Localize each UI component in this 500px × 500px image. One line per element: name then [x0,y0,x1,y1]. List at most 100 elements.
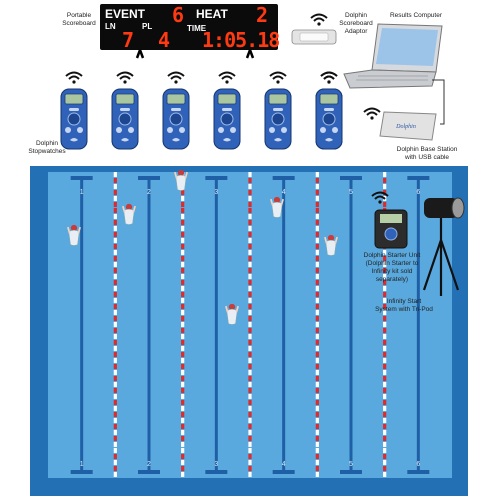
rope-segment [181,268,185,273]
rope-segment [113,298,117,303]
adaptor-wifi-icon [310,13,328,26]
rope-segment [315,388,319,393]
rope-segment [181,196,185,201]
rope-segment [383,454,387,459]
rope-segment [315,472,319,477]
lane-tee-bottom-2 [138,470,160,474]
event-label: EVENT [105,7,146,21]
rope-segment [315,172,319,177]
lane-value: 7 [122,28,135,52]
rope-segment [181,328,185,333]
rope-segment [113,328,117,333]
rope-segment [248,400,252,405]
rope-segment [383,190,387,195]
results-computer-label-line-1: Results Computer [389,12,443,19]
rope-segment [181,430,185,435]
lane-tee-top-2 [138,176,160,180]
rope-segment [113,310,117,315]
rope-segment [315,262,319,267]
rope-segment [315,346,319,351]
rope-segment [248,292,252,297]
rope-segment [315,238,319,243]
rope-segment [113,202,117,207]
lane-tee-top-3 [205,176,228,180]
rope-segment [113,334,117,339]
stopwatch-wifi-icon [218,71,236,84]
lane-number-bottom-1: 1 [80,461,84,468]
stopwatch-5 [264,88,292,150]
rope-segment [315,220,319,225]
rope-segment [113,436,117,441]
base-station-brand: Dolphin [395,124,416,130]
lane-number-top-1: 1 [80,189,84,196]
lane-tee-top-4 [272,176,295,180]
rope-segment [113,262,117,267]
rope-segment [383,316,387,321]
base-station-wifi-icon [363,107,381,120]
rope-segment [113,274,117,279]
rope-segment [315,340,319,345]
rope-segment [315,304,319,309]
rope-segment [113,382,117,387]
rope-segment [113,292,117,297]
lane-number-top-2: 2 [147,189,151,196]
rope-segment [113,346,117,351]
rope-segment [113,244,117,249]
rope-segment [383,352,387,357]
rope-segment [248,268,252,273]
lane-number-top-4: 4 [282,189,286,196]
rope-segment [315,208,319,213]
rope-segment [383,460,387,465]
rope-segment [113,370,117,375]
rope-segment [113,358,117,363]
base-station-label-line-1: Dolphin Base Station [396,146,458,153]
rope-segment [315,406,319,411]
rope-segment [113,316,117,321]
base-station [379,111,437,141]
rope-segment [383,172,387,177]
rope-segment [248,190,252,195]
rope-segment [315,286,319,291]
rope-segment [181,202,185,207]
rope-segment [315,190,319,195]
rope-segment [383,466,387,471]
rope-segment [181,322,185,327]
rope-segment [315,280,319,285]
rope-segment [315,268,319,273]
rope-segment [383,412,387,417]
stopwatches-label-line-2: Stopwatches [28,148,66,155]
rope-segment [181,214,185,219]
rope-segment [383,442,387,447]
rope-segment [315,460,319,465]
rope-segment [181,226,185,231]
rope-segment [113,448,117,453]
rope-segment [315,202,319,207]
rope-segment [113,466,117,471]
rope-segment [248,460,252,465]
rope-segment [113,340,117,345]
stopwatch-wifi-icon [269,71,287,84]
rope-segment [315,358,319,363]
rope-segment [248,280,252,285]
rope-segment [248,412,252,417]
rope-segment [113,208,117,213]
rope-segment [383,382,387,387]
rope-segment [181,394,185,399]
rope-segment [383,292,387,297]
rope-segment [181,436,185,441]
rope-segment [315,454,319,459]
rope-segment [113,388,117,393]
lane-line-6 [416,178,420,472]
rope-segment [248,250,252,255]
rope-segment [248,274,252,279]
rope-segment [383,286,387,291]
lane-number-top-5: 5 [349,189,353,196]
lane-tee-bottom-3 [205,470,228,474]
rope-segment [113,406,117,411]
rope-segment [181,256,185,261]
rope-segment [248,382,252,387]
lane-line-2 [147,178,151,472]
rope-segment [315,310,319,315]
rope-segment [113,196,117,201]
